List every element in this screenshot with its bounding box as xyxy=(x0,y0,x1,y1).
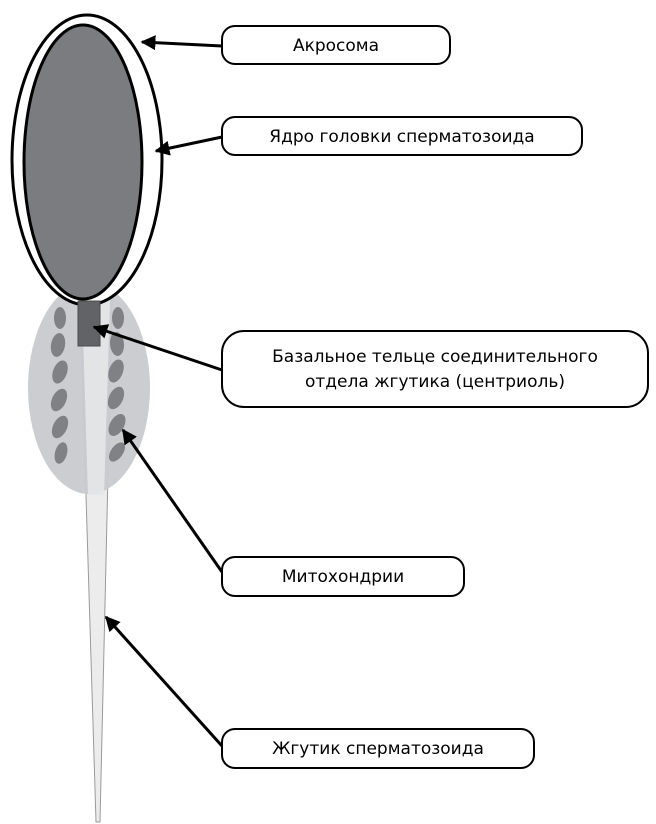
flagellum-pointer xyxy=(106,617,222,746)
label-acrosome-text: Акросома xyxy=(293,36,379,56)
label-basal-body-line2: отдела жгутика (центриоль) xyxy=(305,372,565,392)
label-mitochondria-text: Митохондрии xyxy=(282,567,404,587)
label-basal-body-line1: Базальное тельце соединительного xyxy=(272,347,598,367)
acrosome-pointer xyxy=(142,42,222,46)
centriole xyxy=(78,301,100,346)
label-nucleus-text: Ядро головки сперматозоида xyxy=(269,127,534,147)
nucleus-pointer xyxy=(156,137,222,151)
label-box xyxy=(222,331,648,407)
mitochondrion xyxy=(112,307,124,329)
mitochondrion xyxy=(54,307,66,329)
label-acrosome: Акросома xyxy=(222,26,450,64)
label-basal-body: Базальное тельце соединительного отдела … xyxy=(222,331,648,407)
label-flagellum: Жгутик сперматозоида xyxy=(222,729,534,768)
label-nucleus: Ядро головки сперматозоида xyxy=(222,117,582,155)
nucleus xyxy=(24,25,142,299)
label-mitochondria: Митохондрии xyxy=(222,557,464,596)
mitochondria-pointer xyxy=(123,430,222,572)
label-flagellum-text: Жгутик сперматозоида xyxy=(272,739,484,759)
